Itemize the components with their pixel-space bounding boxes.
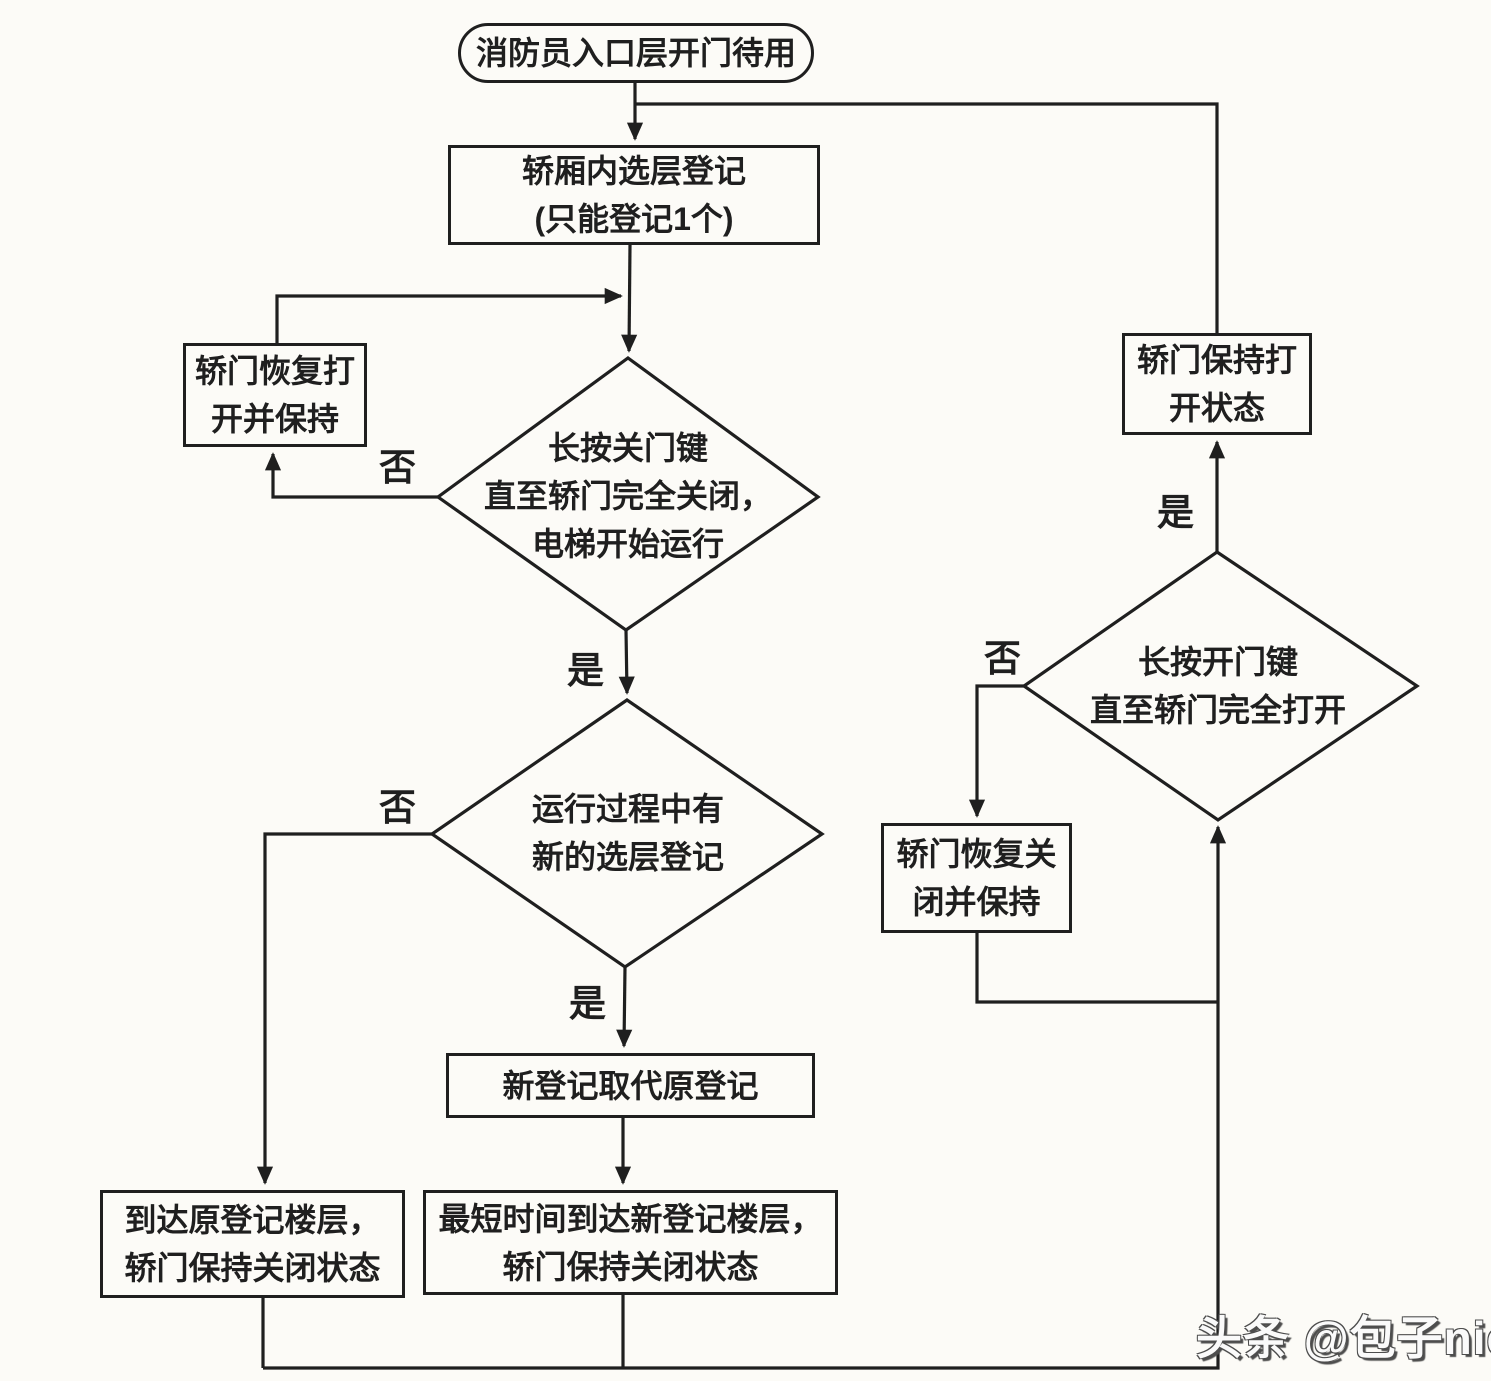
door-stay-open-line1: 轿门保持打 xyxy=(1136,342,1297,378)
connector-newreg-yes xyxy=(616,966,633,1048)
replace-registration-box: 新登记取代原登记 xyxy=(446,1053,815,1118)
register-box-line2: (只能登记1个) xyxy=(534,201,734,237)
arrive-new-line1: 最短时间到达新登记楼层， xyxy=(438,1200,823,1237)
door-stay-open-box: 轿门保持打 开状态 xyxy=(1122,333,1312,435)
branch-label-no-close: 否 xyxy=(379,447,416,488)
decision-new-registration-shape xyxy=(429,698,825,969)
door-reclose-hold-box: 轿门恢复关 闭并保持 xyxy=(881,823,1072,933)
decision-close-door-line1: 长按关门键 xyxy=(547,430,708,466)
connector-newreg-no xyxy=(256,832,434,1185)
arrive-original-box: 到达原登记楼层， 轿门保持关闭状态 xyxy=(100,1190,405,1298)
decision-close-door-line2: 直至轿门完全关闭， xyxy=(483,478,772,514)
decision-new-registration-line2: 新的选层登记 xyxy=(531,839,724,875)
branch-label-no-newreg: 否 xyxy=(379,787,416,828)
arrive-new-box: 最短时间到达新登记楼层， 轿门保持关闭状态 xyxy=(423,1190,838,1295)
start-terminator-label: 消防员入口层开门待用 xyxy=(475,35,796,71)
arrive-original-line1: 到达原登记楼层， xyxy=(124,1202,381,1238)
decision-close-door-line3: 电梯开始运行 xyxy=(531,526,724,562)
register-box-line1: 轿厢内选层登记 xyxy=(521,153,746,189)
door-stay-open-line2: 开状态 xyxy=(1168,390,1265,426)
branch-label-yes-close: 是 xyxy=(567,650,604,691)
start-terminator: 消防员入口层开门待用 xyxy=(458,23,814,83)
decision-open-door-text: 长按开门键 直至轿门完全打开 xyxy=(1018,638,1418,734)
branch-label-yes-open: 是 xyxy=(1157,492,1194,533)
arrive-original-line2: 轿门保持关闭状态 xyxy=(124,1250,381,1286)
decision-close-door-shape xyxy=(435,356,821,632)
decision-close-door-text: 长按关门键 直至轿门完全关闭， 电梯开始运行 xyxy=(428,424,828,568)
connector-bus-opendecision xyxy=(263,825,1227,1370)
door-reopen-hold-box: 轿门恢复打 开并保持 xyxy=(183,343,367,447)
watermark: 头条 @包子nie xyxy=(1196,1312,1491,1364)
door-reopen-hold-line2: 开并保持 xyxy=(210,401,339,437)
decision-open-door-line1: 长按开门键 xyxy=(1137,644,1298,680)
branch-label-no-open: 否 xyxy=(984,638,1021,679)
door-reclose-hold-line1: 轿门恢复关 xyxy=(896,836,1057,872)
register-box: 轿厢内选层登记 (只能登记1个) xyxy=(448,145,820,245)
replace-registration-label: 新登记取代原登记 xyxy=(502,1067,759,1104)
decision-open-door-shape xyxy=(1021,550,1420,822)
connector-closedecision-no xyxy=(264,452,440,499)
decision-open-door-line2: 直至轿门完全打开 xyxy=(1089,692,1346,728)
door-reopen-hold-line1: 轿门恢复打 xyxy=(194,353,355,389)
arrive-new-line2: 轿门保持关闭状态 xyxy=(502,1248,759,1285)
decision-new-registration-text: 运行过程中有 新的选层登记 xyxy=(428,785,828,881)
branch-label-yes-newreg: 是 xyxy=(569,983,606,1024)
connector-register-closedecision xyxy=(621,244,638,353)
connector-reopen-return xyxy=(275,287,623,343)
connector-closedecision-yes xyxy=(618,629,635,695)
connector-opendecision-no xyxy=(968,684,1026,818)
connector-reclose-loop xyxy=(975,933,1218,1004)
door-reclose-hold-line2: 闭并保持 xyxy=(912,884,1041,920)
decision-new-registration-line1: 运行过程中有 xyxy=(531,791,724,827)
connector-stayopen-return xyxy=(635,102,1219,333)
